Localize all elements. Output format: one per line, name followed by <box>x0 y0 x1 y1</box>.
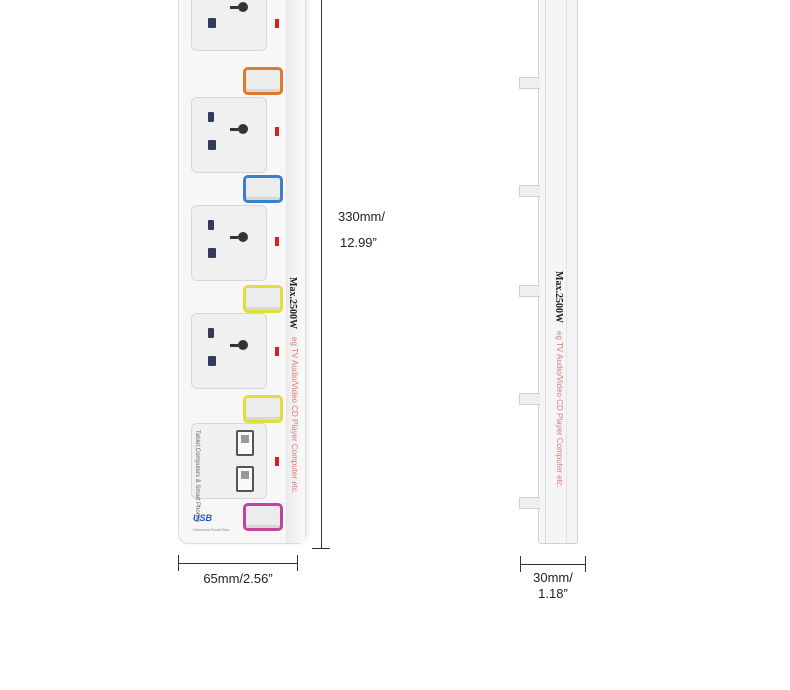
width-dimension-tick <box>178 555 179 571</box>
indicator-led <box>275 237 279 246</box>
power-switch-1[interactable] <box>243 67 283 95</box>
width-dimension-tick <box>297 555 298 571</box>
power-strip-side-view: Max.2500W eg TV Audio/Video CD Player Co… <box>519 0 578 544</box>
width-dimension-line <box>178 563 298 564</box>
strip-edge <box>286 0 305 543</box>
socket-pin <box>238 340 248 350</box>
indicator-led <box>275 19 279 28</box>
height-label-mm: 330mm/ <box>338 209 385 224</box>
socket-4 <box>191 313 267 389</box>
socket-pin <box>208 248 216 258</box>
socket-2 <box>191 97 267 173</box>
socket-pin <box>230 236 238 239</box>
socket-pin <box>230 6 238 9</box>
side-nub <box>519 285 540 297</box>
socket-3 <box>191 205 267 281</box>
side-rail <box>545 0 546 543</box>
indicator-led <box>275 457 279 466</box>
socket-pin <box>238 2 248 12</box>
depth-label-in: 1.18” <box>538 586 568 601</box>
depth-dimension-tick <box>585 556 586 572</box>
socket-pin <box>208 18 216 28</box>
side-nub <box>519 497 540 509</box>
depth-dimension-tick <box>520 556 521 572</box>
power-switch-3[interactable] <box>243 285 283 313</box>
usb-panel: Tablet,Computers & Smart Phones <box>191 423 267 522</box>
indicator-led <box>275 127 279 136</box>
side-nub <box>519 185 540 197</box>
usb-logo: USB <box>193 513 213 523</box>
side-nub <box>519 393 540 405</box>
power-switch-4[interactable] <box>243 395 283 423</box>
socket-pin <box>208 356 216 366</box>
socket-pin <box>230 128 238 131</box>
socket-1 <box>191 0 267 51</box>
socket-pin <box>208 328 214 338</box>
power-strip-front-view: Tablet,Computers & Smart Phones USB Univ… <box>178 0 306 544</box>
usb-port-2[interactable] <box>236 466 254 492</box>
side-max-power-label: Max.2500W <box>553 271 564 323</box>
width-label: 65mm/2.56” <box>203 571 273 586</box>
height-dimension-tick <box>312 548 330 549</box>
socket-pin <box>238 124 248 134</box>
depth-dimension-line <box>520 564 586 565</box>
depth-label-mm: 30mm/ <box>533 570 573 585</box>
height-label-in: 12.99” <box>340 235 377 250</box>
socket-pin <box>238 232 248 242</box>
socket-pin <box>208 220 214 230</box>
socket-pin <box>208 140 216 150</box>
power-switch-5[interactable] <box>243 503 283 531</box>
usb-port-1[interactable] <box>236 430 254 456</box>
indicator-led <box>275 347 279 356</box>
max-power-label: Max.2500W <box>287 277 298 329</box>
power-switch-2[interactable] <box>243 175 283 203</box>
side-usage-text: eg TV Audio/Video CD Player Computer etc… <box>555 331 564 489</box>
side-rail <box>566 0 567 543</box>
height-dimension-line <box>321 0 322 549</box>
usage-text: eg TV Audio/Video CD Player Computer etc… <box>290 337 299 495</box>
socket-pin <box>208 112 214 122</box>
usb-subtitle: Universal Serial Bus <box>193 527 230 532</box>
socket-pin <box>230 344 238 347</box>
side-nub <box>519 77 540 89</box>
usb-panel-text: Tablet,Computers & Smart Phones <box>194 430 200 523</box>
